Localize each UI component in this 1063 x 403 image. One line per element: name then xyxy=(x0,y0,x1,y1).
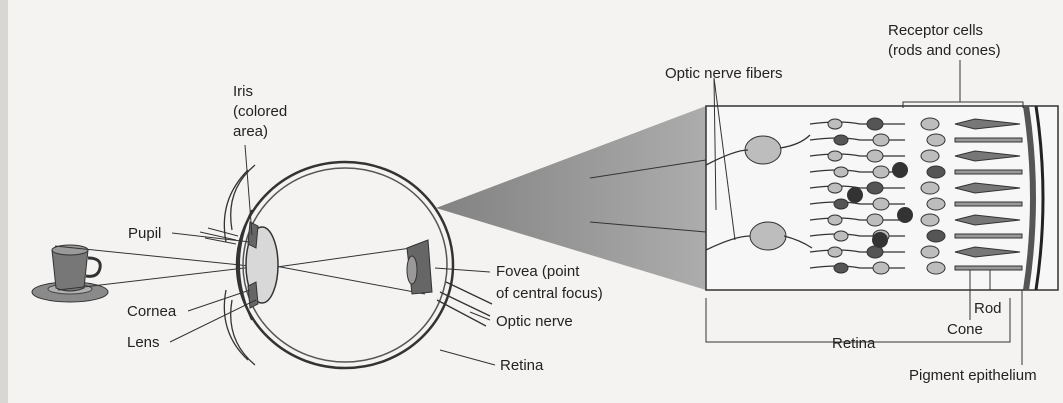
label-fovea-1: Fovea (point xyxy=(496,263,580,280)
bipolar-cell xyxy=(873,262,889,274)
coffee-cup xyxy=(32,245,108,302)
bipolar-cell xyxy=(867,182,883,194)
rod-cell xyxy=(955,170,1022,174)
amacrine-cell xyxy=(892,162,908,178)
label-fovea-2: of central focus) xyxy=(496,285,603,302)
label-optic-nerve-fibers: Optic nerve fibers xyxy=(665,65,783,82)
rod-cell xyxy=(955,202,1022,206)
bipolar-cell xyxy=(921,118,939,130)
label-iris-1: Iris xyxy=(233,83,253,100)
bipolar-cell xyxy=(921,182,939,194)
bipolar-cell xyxy=(834,231,848,241)
bipolar-cell xyxy=(921,214,939,226)
label-pupil: Pupil xyxy=(128,225,161,242)
bipolar-cell xyxy=(828,247,842,257)
bipolar-cell xyxy=(873,166,889,178)
amacrine-cell xyxy=(897,207,913,223)
label-cornea: Cornea xyxy=(127,303,177,320)
bipolar-cell xyxy=(927,198,945,210)
bipolar-cell xyxy=(834,167,848,177)
label-iris-2: (colored xyxy=(233,103,287,120)
bipolar-cell xyxy=(867,214,883,226)
bipolar-cell xyxy=(927,134,945,146)
label-rod: Rod xyxy=(974,300,1002,317)
label-receptor-1: Receptor cells xyxy=(888,22,983,39)
bipolar-cell xyxy=(921,246,939,258)
label-pigment-epithelium: Pigment epithelium xyxy=(909,367,1037,384)
page-edge-strip xyxy=(0,0,8,403)
bipolar-cell xyxy=(873,198,889,210)
retina-inset xyxy=(706,106,1058,290)
label-optic-nerve: Optic nerve xyxy=(496,313,573,330)
label-receptor-2: (rods and cones) xyxy=(888,42,1001,59)
label-iris-3: area) xyxy=(233,123,268,140)
bipolar-cell xyxy=(873,134,889,146)
bipolar-cell xyxy=(828,119,842,129)
bipolar-cell xyxy=(927,166,945,178)
bipolar-cell xyxy=(828,151,842,161)
label-lens: Lens xyxy=(127,334,160,351)
rod-cell xyxy=(955,266,1022,270)
rod-cell xyxy=(955,138,1022,142)
bipolar-cell xyxy=(834,199,848,209)
bipolar-cell xyxy=(834,135,848,145)
label-retina-detail: Retina xyxy=(832,335,876,352)
bipolar-cell xyxy=(834,263,848,273)
bipolar-cell xyxy=(867,118,883,130)
label-retina-eye: Retina xyxy=(500,357,544,374)
amacrine-cell xyxy=(872,232,888,248)
bipolar-cell xyxy=(927,230,945,242)
amacrine-cell xyxy=(847,187,863,203)
bipolar-cell xyxy=(867,150,883,162)
rod-cell xyxy=(955,234,1022,238)
bipolar-cell xyxy=(921,150,939,162)
bipolar-cell xyxy=(828,183,842,193)
bipolar-cell xyxy=(828,215,842,225)
bipolar-cell xyxy=(927,262,945,274)
label-cone: Cone xyxy=(947,321,983,338)
